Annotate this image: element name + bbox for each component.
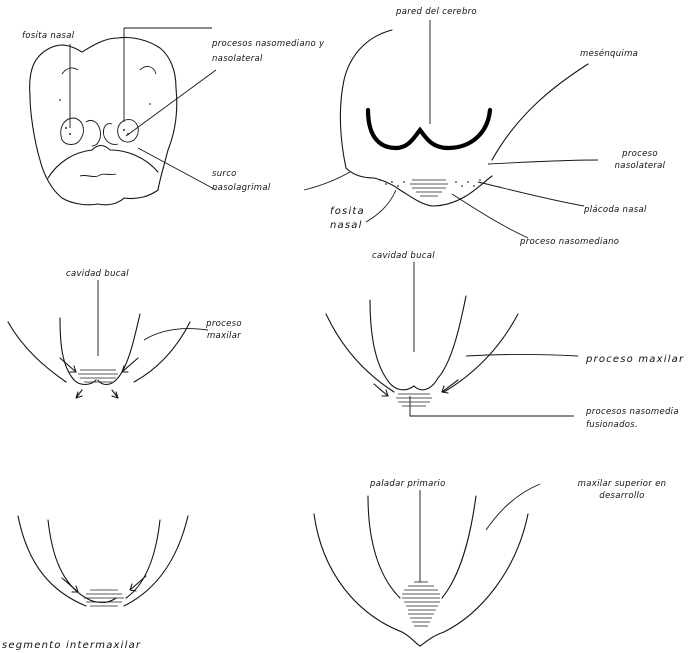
texture-dot [69, 133, 71, 135]
left-nasal-process [86, 120, 101, 146]
texture-dot [123, 129, 125, 131]
leader-lateral-process [488, 160, 598, 164]
label-primary-palate: paladar primario [369, 479, 446, 489]
right-maxillary-5 [124, 516, 188, 606]
label-brain-wall: pared del cerebro [395, 7, 477, 17]
label-intermaxillary: segmento intermaxilar [2, 640, 141, 651]
intermaxillary-hatch [84, 590, 124, 606]
label-nasal-placode: plácoda nasal [583, 205, 647, 215]
forehead-detail [62, 67, 156, 74]
label-line: maxilar [207, 331, 241, 341]
palate-tip [402, 632, 444, 646]
label-maxillary-4: proceso maxilar [585, 354, 684, 365]
texture-dot [149, 103, 151, 105]
right-medial-4 [414, 296, 466, 390]
right-medial-6 [442, 496, 476, 598]
right-nasal-pit [118, 120, 139, 142]
leader-groove [138, 148, 216, 190]
panel-cross-section: pared del cerebro mesénquima proceso naso… [304, 7, 666, 247]
leader-upper-jaw [486, 484, 540, 530]
texture-dot [65, 127, 67, 129]
mesenchyme-line [492, 64, 588, 160]
texture-dot [59, 99, 61, 101]
leader-maxillary [144, 328, 208, 340]
label-line: proceso [205, 319, 242, 329]
label-line: fosita [330, 206, 365, 217]
leader-groove-2 [304, 172, 350, 190]
label-line: nasolateral [615, 161, 666, 171]
leader-nasal-pit-2 [366, 190, 396, 222]
label-mesenchyme: mesénquima [580, 48, 638, 59]
label-line: nasal [330, 220, 363, 231]
leader-maxillary-4 [466, 355, 578, 357]
label-line: maxilar superior en [578, 479, 667, 489]
label-processes: procesos nasomediano y nasolateral [211, 39, 325, 64]
panel-primary-palate: paladar primario maxilar superior en desa… [314, 479, 666, 646]
medial-process-hatch [410, 180, 448, 196]
label-line: proceso [621, 149, 658, 159]
brain-wall [368, 110, 490, 148]
right-maxillary-outer-4 [444, 314, 518, 392]
left-medial-outline [60, 318, 96, 385]
left-maxillary-outer [8, 322, 66, 382]
head-outline [30, 37, 177, 204]
left-maxillary-outer-4 [326, 314, 394, 392]
label-nasolacrimal-groove: surco nasolagrimal [212, 169, 271, 193]
leader-medial-process [452, 194, 528, 238]
label-line: nasolagrimal [212, 183, 271, 193]
leader-fused [410, 396, 574, 416]
label-line: nasolateral [212, 54, 263, 64]
left-medial-6 [368, 496, 400, 598]
label-line: procesos nasomedia [585, 407, 679, 417]
label-nasal-pit-2: fosita nasal [330, 206, 365, 231]
left-nasal-pit [61, 118, 84, 145]
chin-detail [80, 174, 116, 177]
label-fused: procesos nasomedia fusionados. [585, 407, 679, 430]
label-line: surco [212, 169, 237, 179]
leader-processes-diagonal [126, 70, 216, 136]
label-line: fusionados. [586, 420, 638, 430]
panel-oral-fused: cavidad bucal proceso maxilar procesos n… [326, 251, 684, 430]
primary-palate-hatch [402, 582, 440, 626]
panel-oral-early: cavidad bucal proceso maxilar [8, 269, 242, 398]
label-medial-process: proceso nasomediano [519, 237, 619, 247]
label-lateral-process: proceso nasolateral [615, 149, 666, 171]
label-line: procesos nasomediano y [211, 39, 325, 49]
label-oral-cavity: cavidad bucal [66, 269, 129, 279]
right-nasal-process [103, 124, 118, 145]
label-upper-jaw: maxilar superior en desarrollo [578, 479, 667, 501]
left-medial-4 [370, 300, 414, 390]
label-line: desarrollo [599, 491, 644, 501]
label-oral-cavity-4: cavidad bucal [372, 251, 435, 261]
panel-intermaxillary: segmento intermaxilar [2, 516, 188, 651]
label-nasal-pit: fosita nasal [22, 31, 75, 41]
panel-head-frontal: fosita nasal procesos nasomediano y nasol… [22, 28, 325, 205]
label-maxillary: proceso maxilar [205, 319, 242, 341]
leader-processes-vertical [124, 28, 212, 122]
leader-placode [478, 182, 584, 206]
fused-hatch [396, 394, 432, 406]
left-maxillary-6 [314, 514, 402, 632]
right-maxillary-outer [134, 322, 190, 382]
